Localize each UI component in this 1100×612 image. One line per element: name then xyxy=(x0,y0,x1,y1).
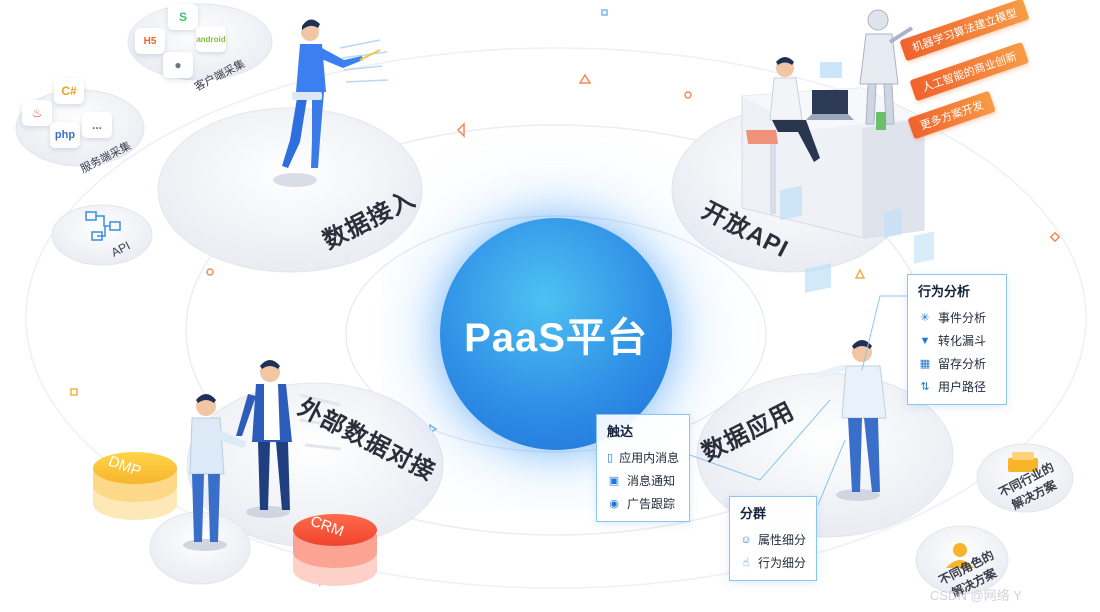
user-face-icon: ☺ xyxy=(740,533,752,546)
reach-panel: 触达 ▯应用内消息 ▣消息通知 ◉广告跟踪 xyxy=(596,414,690,522)
php-icon: php xyxy=(50,122,80,148)
more-icon: ... xyxy=(82,112,112,138)
crm-database-stack xyxy=(293,514,377,586)
presenter-figure xyxy=(273,19,389,187)
behavior-item-path: ⇅用户路径 xyxy=(918,375,996,398)
reach-item-notification: ▣消息通知 xyxy=(608,474,676,488)
reach-panel-title: 触达 xyxy=(607,424,634,439)
disc-data-access xyxy=(157,107,423,273)
funnel-icon: ▼ xyxy=(919,334,931,347)
phone-icon: ▯ xyxy=(607,451,614,464)
handshake-figures xyxy=(183,360,342,551)
segment-item-attribute: ☺属性细分 xyxy=(740,533,806,547)
behavior-item-event: ✳事件分析 xyxy=(918,306,996,329)
behavior-analysis-panel: 行为分析 ✳事件分析 ▼转化漏斗 ▦留存分析 ⇅用户路径 xyxy=(907,274,1007,405)
html5-icon: H5 xyxy=(135,28,165,54)
behavior-item-funnel: ▼转化漏斗 xyxy=(919,334,987,348)
android-icon: android xyxy=(196,26,226,52)
paas-platform-hub: PaaS平台 xyxy=(440,218,672,450)
hub-label: PaaS平台 xyxy=(464,316,648,360)
briefcase-icon xyxy=(1008,452,1038,472)
office-scene xyxy=(741,9,925,239)
java-icon: ♨ xyxy=(22,100,52,126)
watermark: CSDN @网络 Y xyxy=(930,588,1022,603)
pointer-icon: ☝ xyxy=(742,556,750,569)
csharp-icon: C# xyxy=(54,78,84,104)
analyst-figure xyxy=(780,185,934,501)
reach-item-in-app: ▯应用内消息 xyxy=(607,451,680,465)
behavior-item-retention: ▦留存分析 xyxy=(919,357,987,371)
shopify-icon: S xyxy=(168,4,198,30)
behavior-panel-title: 行为分析 xyxy=(918,284,971,299)
disc-industry-solution xyxy=(976,443,1074,513)
event-icon: ✳ xyxy=(920,311,930,324)
api-flow-icon xyxy=(85,211,121,241)
path-icon: ⇅ xyxy=(920,380,930,393)
ad-icon: ◉ xyxy=(609,497,619,510)
reach-item-ad-tracking: ◉广告跟踪 xyxy=(607,492,679,515)
retention-icon: ▦ xyxy=(919,357,931,370)
inner-orbit-ring xyxy=(345,215,767,453)
user-group-icon xyxy=(946,543,974,568)
disc-role-solution xyxy=(915,525,1009,595)
message-icon: ▣ xyxy=(608,474,620,487)
apple-icon: ● xyxy=(163,52,193,78)
segment-item-behavior: ☝行为细分 xyxy=(740,551,806,574)
dmp-database-stack xyxy=(93,452,177,520)
segment-panel: 分群 ☺属性细分 ☝行为细分 xyxy=(729,496,817,581)
outer-orbit-ring xyxy=(25,47,1087,589)
segment-panel-title: 分群 xyxy=(740,506,767,521)
